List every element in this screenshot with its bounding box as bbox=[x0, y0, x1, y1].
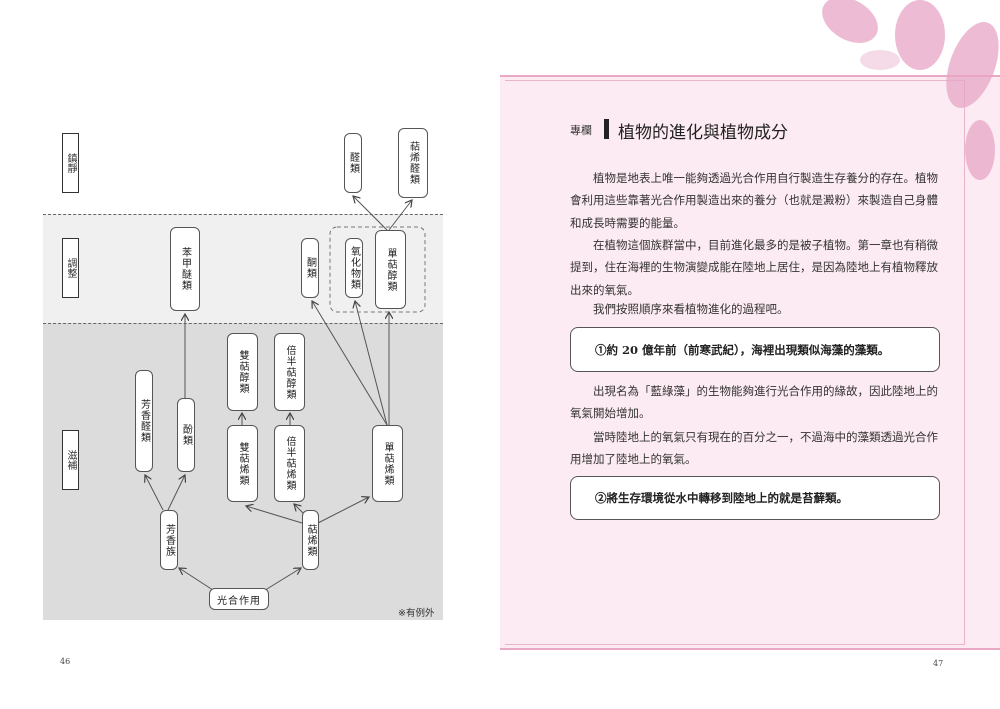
level-adjust: 調整 bbox=[62, 238, 79, 298]
node-sesquiterpenols: 倍半萜醇類 bbox=[274, 333, 305, 411]
arrow bbox=[312, 301, 388, 426]
node-phenols: 酚類 bbox=[177, 398, 195, 472]
node-terpenes: 萜烯類 bbox=[302, 510, 319, 570]
node-diterpenes: 雙萜烯類 bbox=[227, 425, 258, 502]
node-oxides: 氧化物類 bbox=[345, 238, 363, 298]
paragraph: 當時陸地上的氧氣只有現在的百分之一，不過海中的藻類透過光合作用增加了陸地上的氧氣… bbox=[570, 430, 938, 467]
milestone-box-2: ②將生存環境從水中轉移到陸地上的就是苔蘚類。 bbox=[570, 476, 940, 520]
node-aromatic-aldehydes: 芳香醛類 bbox=[135, 370, 153, 472]
arrow bbox=[261, 568, 301, 593]
node-terpene-aldehydes: 萜烯醛類 bbox=[398, 128, 428, 198]
arrow bbox=[179, 568, 217, 593]
flower-decoration bbox=[800, 0, 1000, 200]
level-nourish: 滋補 bbox=[62, 430, 79, 490]
paragraph: 植物是地表上唯一能夠透過光合作用自行製造生存養分的存在。植物會利用這些靠著光合作… bbox=[570, 171, 938, 230]
exception-note: ※有例外 bbox=[398, 608, 435, 619]
arrow bbox=[246, 506, 303, 524]
node-photosynthesis: 光合作用 bbox=[209, 588, 269, 610]
arrow bbox=[353, 196, 388, 231]
column-title: 植物的進化與植物成分 bbox=[618, 123, 788, 143]
node-aldehydes: 醛類 bbox=[344, 133, 362, 193]
divider bbox=[43, 214, 443, 215]
arrow bbox=[317, 497, 369, 524]
node-sesquiterpenes: 倍半萜烯類 bbox=[274, 425, 305, 502]
arrow bbox=[145, 475, 164, 511]
node-diterpenols: 雙萜醇類 bbox=[227, 333, 258, 411]
title-bar bbox=[604, 119, 609, 139]
arrow bbox=[167, 475, 185, 511]
node-anisoles: 苯甲醚類 bbox=[170, 227, 200, 311]
group-box bbox=[329, 226, 426, 313]
arrow bbox=[355, 301, 388, 426]
node-aromatics: 芳香族 bbox=[160, 510, 178, 570]
paragraph: 在植物這個族群當中，目前進化最多的是被子植物。第一章也有稍微提到，住在海裡的生物… bbox=[570, 238, 938, 297]
page-number-right: 47 bbox=[933, 659, 944, 668]
milestone-box-1: ①約 20 億年前（前寒武紀），海裡出現類似海藻的藻類。 bbox=[570, 327, 940, 372]
node-monoterpenes: 單萜烯類 bbox=[372, 425, 403, 502]
paragraph: 出現名為「藍綠藻」的生物能夠進行光合作用的緣故，因此陸地上的氧氣開始增加。 bbox=[570, 384, 938, 421]
page-number-left: 46 bbox=[60, 657, 71, 666]
node-ketones: 酮類 bbox=[301, 238, 319, 298]
divider bbox=[43, 323, 443, 324]
panel-border bbox=[505, 80, 965, 645]
arrow bbox=[294, 504, 304, 514]
node-monoterpenols: 單萜醇類 bbox=[375, 230, 406, 309]
arrow bbox=[388, 200, 412, 231]
column-label: 專欄 bbox=[570, 124, 592, 137]
level-sedative: 鎮靜 bbox=[62, 133, 79, 193]
paragraph: 我們按照順序來看植物進化的過程吧。 bbox=[593, 302, 789, 316]
